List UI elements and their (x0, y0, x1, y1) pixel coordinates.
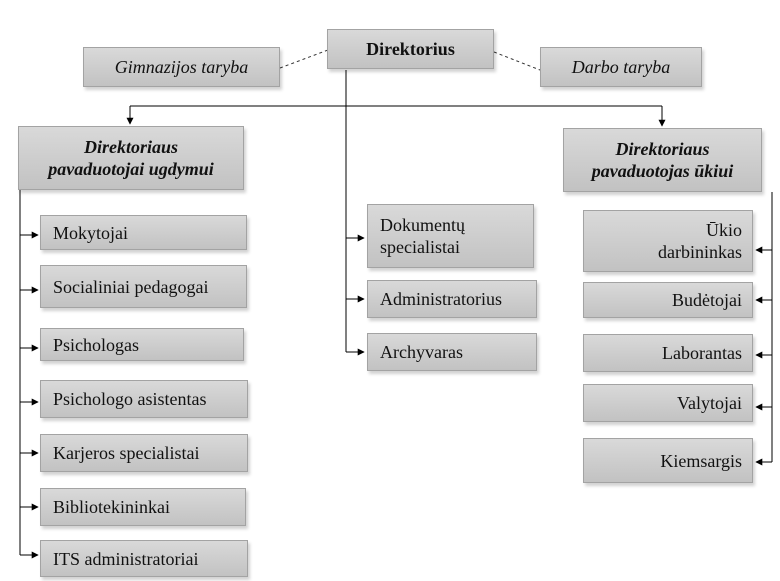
director-box: Direktorius (327, 29, 494, 69)
director-staff-label: Dokumentų specialistai (380, 215, 465, 257)
household-staff-label: Ūkio darbininkas (658, 220, 742, 262)
education-staff-item: Psichologas (40, 328, 244, 361)
household-staff-label: Kiemsargis (660, 450, 742, 471)
education-staff-item: Socialiniai pedagogai (40, 265, 247, 308)
director-staff-item: Administratorius (367, 280, 537, 318)
education-staff-label: Mokytojai (53, 222, 128, 243)
education-staff-item: ITS administratoriai (40, 540, 248, 577)
director-label: Direktorius (366, 39, 455, 59)
education-staff-label: Psichologo asistentas (53, 389, 207, 409)
household-staff-label: Budėtojai (672, 290, 742, 310)
school-council-box: Gimnazijos taryba (83, 47, 280, 87)
education-staff-item: Karjeros specialistai (40, 434, 248, 472)
deputy-education-label: Direktoriaus pavaduotojai ugdymui (48, 137, 214, 179)
school-council-label: Gimnazijos taryba (114, 57, 249, 77)
education-staff-item: Psichologo asistentas (40, 380, 248, 418)
deputy-household-box: Direktoriaus pavaduotojas ūkiui (563, 128, 762, 192)
household-staff-item: Budėtojai (583, 282, 753, 318)
household-staff-item: Kiemsargis (583, 438, 753, 483)
director-staff-item: Dokumentų specialistai (367, 204, 534, 268)
director-staff-label: Administratorius (380, 289, 502, 309)
education-staff-label: Socialiniai pedagogai (53, 276, 209, 297)
household-staff-item: Laborantas (583, 334, 753, 372)
director-staff-label: Archyvaras (380, 342, 463, 362)
director-staff-item: Archyvaras (367, 333, 537, 371)
household-staff-label: Valytojai (677, 393, 742, 413)
household-staff-item: Valytojai (583, 384, 753, 422)
household-staff-label: Laborantas (662, 343, 742, 363)
deputy-education-box: Direktoriaus pavaduotojai ugdymui (18, 126, 244, 190)
household-staff-item: Ūkio darbininkas (583, 210, 753, 272)
education-staff-label: Psichologas (53, 334, 140, 355)
deputy-household-label: Direktoriaus pavaduotojas ūkiui (591, 139, 734, 181)
work-council-label: Darbo taryba (571, 57, 671, 77)
education-staff-label: Karjeros specialistai (53, 443, 200, 463)
work-council-box: Darbo taryba (540, 47, 702, 87)
education-staff-item: Bibliotekininkai (40, 488, 246, 526)
education-staff-label: Bibliotekininkai (53, 497, 170, 517)
education-staff-label: ITS administratoriai (53, 548, 199, 569)
education-staff-item: Mokytojai (40, 215, 247, 250)
